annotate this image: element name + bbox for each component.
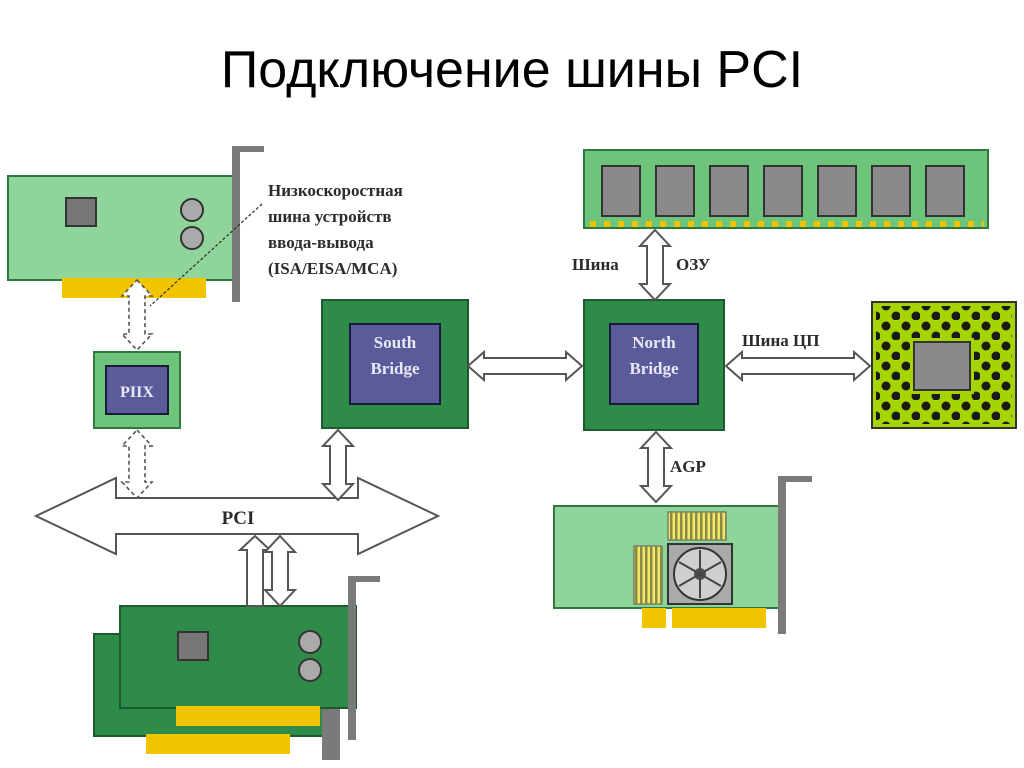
ram-bus-label-right: ОЗУ bbox=[676, 255, 711, 274]
sb-pci-arrow bbox=[320, 428, 356, 502]
piix-label: PIIX bbox=[120, 384, 154, 401]
sb-nb-arrow bbox=[466, 349, 584, 383]
slide-title: Подключение шины PCI bbox=[220, 41, 804, 99]
pci-card-arrow-right bbox=[262, 534, 298, 608]
north-bridge-label-1: North bbox=[632, 333, 676, 352]
ram-bus-label-left: Шина bbox=[572, 255, 619, 274]
isa-expansion-card bbox=[7, 146, 264, 302]
piix-chip: PIIX bbox=[93, 351, 181, 429]
agp-bus-label: AGP bbox=[670, 457, 706, 476]
io-bus-label-2: шина устройств bbox=[268, 207, 392, 226]
south-bridge-label-1: South bbox=[374, 333, 417, 352]
pci-expansion-cards bbox=[93, 576, 380, 760]
nb-agp-arrow bbox=[638, 430, 674, 504]
ram-nb-arrow bbox=[637, 228, 673, 302]
bus-arrows bbox=[33, 228, 872, 608]
io-bus-label-3: ввода-вывода bbox=[268, 233, 374, 252]
pci-bus-arrow bbox=[33, 476, 441, 556]
pci-card-arrow-left bbox=[237, 534, 273, 607]
pci-bus-label: PCI bbox=[222, 508, 255, 529]
north-bridge-label-2: Bridge bbox=[629, 359, 679, 378]
north-bridge: North Bridge bbox=[583, 299, 725, 431]
cpu-bus-label: Шина ЦП bbox=[742, 331, 819, 350]
nb-cpu-arrow bbox=[724, 349, 872, 383]
cpu bbox=[871, 301, 1017, 429]
south-bridge-label-2: Bridge bbox=[370, 359, 420, 378]
ram-module bbox=[583, 149, 989, 229]
io-bus-label-1: Низкоскоростная bbox=[268, 181, 403, 200]
south-bridge: South Bridge bbox=[321, 299, 469, 429]
agp-graphics-card bbox=[553, 476, 812, 634]
io-bus-label-4: (ISA/EISA/MCA) bbox=[268, 259, 397, 278]
dashed-bus-arrows bbox=[120, 278, 154, 500]
isa-piix-arrow bbox=[120, 278, 154, 352]
io-bus-pointer-line bbox=[149, 203, 263, 307]
piix-pci-arrow bbox=[120, 428, 154, 500]
